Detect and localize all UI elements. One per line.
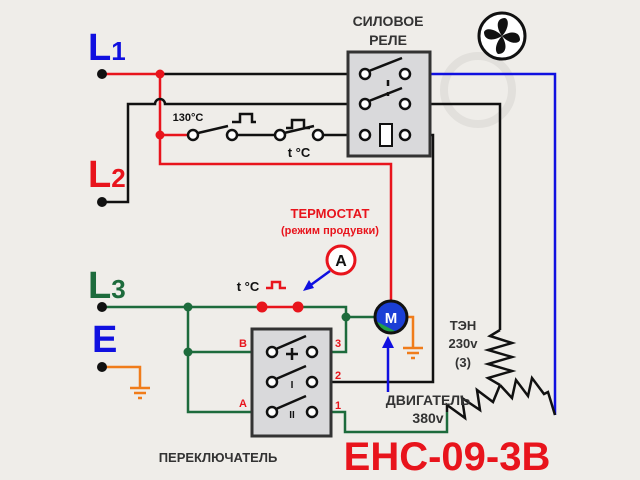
terminal-dots xyxy=(97,69,107,372)
power-relay: СИЛОВОЕ РЕЛЕ xyxy=(346,13,432,158)
svg-text:3: 3 xyxy=(335,338,341,350)
gear-watermark-icon xyxy=(440,52,516,128)
svg-text:M: M xyxy=(385,310,398,327)
svg-text:230v: 230v xyxy=(449,336,479,351)
l1-label: L1 xyxy=(88,27,126,69)
svg-text:ПЕРЕКЛЮЧАТЕЛЬ: ПЕРЕКЛЮЧАТЕЛЬ xyxy=(159,450,278,465)
thermostat: ТЕРМОСТАТ (режим продувки) A t °C xyxy=(237,206,379,313)
l2-label: L2 xyxy=(88,154,126,196)
junctions-red xyxy=(155,69,165,140)
svg-text:(3): (3) xyxy=(455,355,471,370)
svg-text:t °C: t °C xyxy=(237,279,260,294)
e-label: E xyxy=(92,319,117,361)
model-name: EHC-09-3B xyxy=(344,435,551,479)
svg-text:I: I xyxy=(291,380,294,391)
selector-switch: I II B A 3 2 1 ПЕРЕКЛЮЧАТЕЛЬ xyxy=(159,327,341,465)
svg-text:2: 2 xyxy=(335,370,341,382)
heater: ТЭН 230v (3) xyxy=(449,318,479,370)
svg-text:СИЛОВОЕ: СИЛОВОЕ xyxy=(353,13,424,29)
svg-text:A: A xyxy=(335,253,347,270)
junctions-green xyxy=(183,302,351,357)
thermo-switch: t °C xyxy=(273,118,325,160)
svg-text:130°C: 130°C xyxy=(173,112,204,124)
overheat-switch: 130°C xyxy=(173,112,256,142)
fan-icon xyxy=(477,11,527,61)
fan-mode-icon xyxy=(286,348,298,360)
svg-text:РЕЛЕ: РЕЛЕ xyxy=(369,32,407,48)
motor-ground-icon xyxy=(403,346,423,360)
svg-text:380v: 380v xyxy=(412,410,443,426)
svg-text:II: II xyxy=(289,410,295,421)
marker-a-icon xyxy=(325,244,357,276)
svg-text:1: 1 xyxy=(335,400,341,412)
svg-text:A: A xyxy=(239,398,247,410)
motor: M ДВИГАТЕЛЬ 380v xyxy=(373,299,470,426)
l3-label: L3 xyxy=(88,265,126,307)
ground-icon xyxy=(130,386,150,400)
svg-text:B: B xyxy=(239,338,247,350)
svg-text:ДВИГАТЕЛЬ: ДВИГАТЕЛЬ xyxy=(386,392,470,408)
svg-text:ТЭН: ТЭН xyxy=(450,318,477,333)
svg-text:(режим продувки): (режим продувки) xyxy=(281,225,379,237)
svg-text:t °C: t °C xyxy=(288,145,311,160)
svg-text:ТЕРМОСТАТ: ТЕРМОСТАТ xyxy=(291,206,370,221)
